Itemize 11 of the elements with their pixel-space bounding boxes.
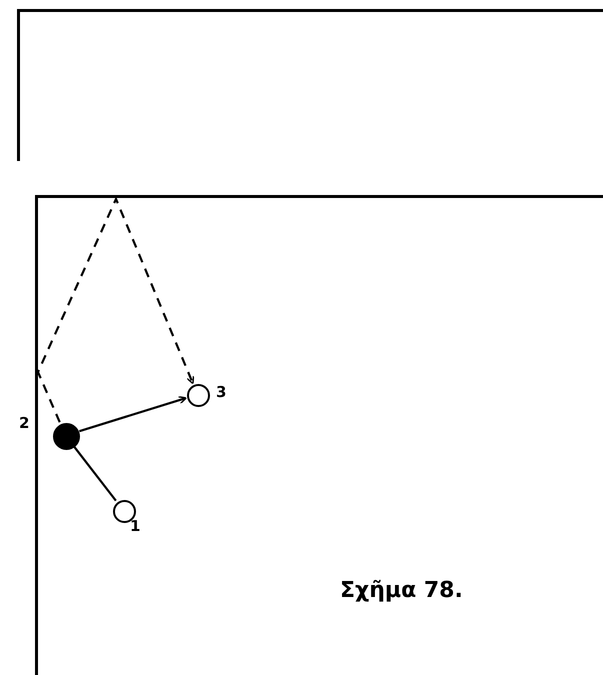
- ball: [187, 384, 210, 407]
- filled-ball: [53, 423, 80, 450]
- ball-number: 2: [19, 416, 30, 431]
- dashed-arrow: [36, 196, 194, 423]
- arrow: [79, 396, 187, 432]
- ball-number: 3: [216, 385, 226, 400]
- ball-number: 1: [130, 519, 140, 534]
- frame-border: [35, 195, 603, 675]
- frame-border: [17, 9, 603, 161]
- connecting-line: [74, 446, 117, 502]
- figure-caption: Σχῆμα 78.: [340, 578, 463, 603]
